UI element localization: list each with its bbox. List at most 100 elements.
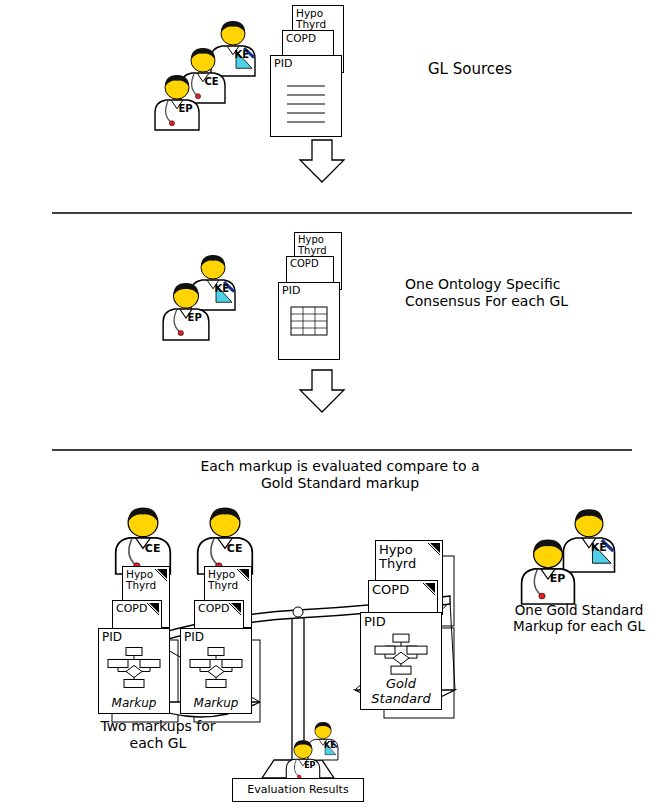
document-title: PID (274, 58, 339, 70)
document-page: PID (278, 282, 340, 360)
flow-decision (208, 665, 224, 677)
document-page: PID Markup (98, 628, 170, 714)
table-rule (315, 307, 316, 335)
flowchart-icon (108, 647, 160, 687)
page-marker (157, 569, 167, 579)
stethoscope-bell (169, 121, 174, 126)
document-title: COPD (286, 33, 331, 44)
person-head (191, 49, 215, 72)
person-icon: CE (112, 504, 174, 574)
box-label: Evaluation Results (247, 784, 348, 796)
document-title: Hypo Thyrd (296, 8, 341, 30)
role-label: EP (179, 104, 193, 114)
annotation-text: Two markups for each GL (100, 718, 216, 752)
document-page: PIDGold Standard (360, 612, 442, 710)
person-figure (518, 536, 578, 604)
scale-string (450, 602, 455, 690)
section-divider (52, 449, 632, 451)
page-marker-line (423, 583, 435, 595)
person-figure (152, 72, 202, 130)
document-title: Hypo Thyrd (126, 569, 167, 591)
flow-step (407, 646, 427, 654)
document-title: COPD (290, 259, 331, 270)
person-body (522, 569, 575, 604)
flow-step (222, 659, 242, 667)
person-icon: EP (284, 738, 322, 782)
person-head (221, 22, 245, 45)
person-icon: EP (160, 280, 212, 340)
person-icon: CE (194, 504, 256, 574)
role-label: CE (227, 543, 243, 554)
document-title: PID (364, 615, 439, 629)
person-hair (221, 21, 245, 33)
person-body (155, 100, 199, 130)
document-title: Hypo Thyrd (379, 543, 440, 570)
person-body (308, 739, 338, 760)
result-box: Evaluation Results (232, 778, 364, 802)
document-title: PID (282, 285, 337, 297)
flow-step (140, 659, 160, 667)
person-figure (194, 504, 256, 574)
flow-arrow (300, 370, 344, 412)
person-hair (575, 509, 603, 522)
document-title: Hypo Thyrd (298, 235, 339, 256)
table-rule (303, 307, 304, 335)
document-title: Hypo Thyrd (208, 569, 249, 591)
document-title: PID (184, 631, 249, 644)
annotation-text: One Ontology Specific Consensus For each… (405, 276, 605, 310)
page-marker-line (229, 603, 241, 615)
annotation-text: GL Sources (428, 60, 568, 78)
stethoscope (129, 539, 136, 565)
flow-step (391, 666, 411, 674)
flow-step (206, 679, 226, 687)
page-marker (239, 569, 249, 579)
text-line (287, 103, 325, 104)
role-label: KE (591, 542, 607, 553)
person-figure (112, 504, 174, 574)
stethoscope (211, 539, 218, 565)
person-hair (294, 740, 312, 749)
annotation-text: Each markup is evaluated compare to a Go… (190, 458, 490, 492)
flowchart-icon (190, 647, 242, 687)
person-hair (201, 255, 225, 267)
flow-step (108, 659, 128, 667)
flow-step (126, 647, 142, 655)
text-line (287, 112, 325, 113)
stethoscope-bell (195, 94, 200, 99)
page-marker (231, 603, 241, 613)
person-hair (174, 283, 199, 295)
stethoscope (174, 310, 180, 332)
role-label: CE (205, 77, 219, 87)
flow-step (124, 679, 144, 687)
document-title: PID (102, 631, 167, 644)
person-figure (208, 18, 258, 76)
scale-pivot (293, 607, 303, 617)
page-marker (425, 583, 435, 593)
role-label: KE (324, 742, 336, 750)
section-divider (52, 212, 632, 214)
role-label: CE (145, 543, 161, 554)
stethoscope-bell (178, 330, 183, 335)
document-caption: Markup (99, 697, 169, 710)
person-hair (315, 722, 331, 730)
role-label: EP (304, 762, 315, 770)
person-icon: EP (518, 536, 578, 604)
page-marker (149, 603, 159, 613)
document-title: COPD (198, 603, 241, 615)
page-marker-line (147, 603, 159, 615)
text-line (287, 85, 325, 86)
stethoscope (192, 74, 197, 95)
table-icon (291, 307, 327, 335)
person-hair (165, 75, 189, 87)
document-caption: Markup (181, 697, 251, 710)
flowchart-icon (375, 634, 427, 674)
text-line (287, 121, 325, 122)
document-page: PID Markup (180, 628, 252, 714)
document-page: PID (270, 55, 342, 137)
person-hair (534, 539, 563, 553)
stethoscope (166, 101, 171, 122)
page-marker (430, 543, 440, 553)
role-label: EP (550, 573, 566, 584)
flow-decision (126, 665, 142, 677)
person-hair (191, 48, 215, 60)
